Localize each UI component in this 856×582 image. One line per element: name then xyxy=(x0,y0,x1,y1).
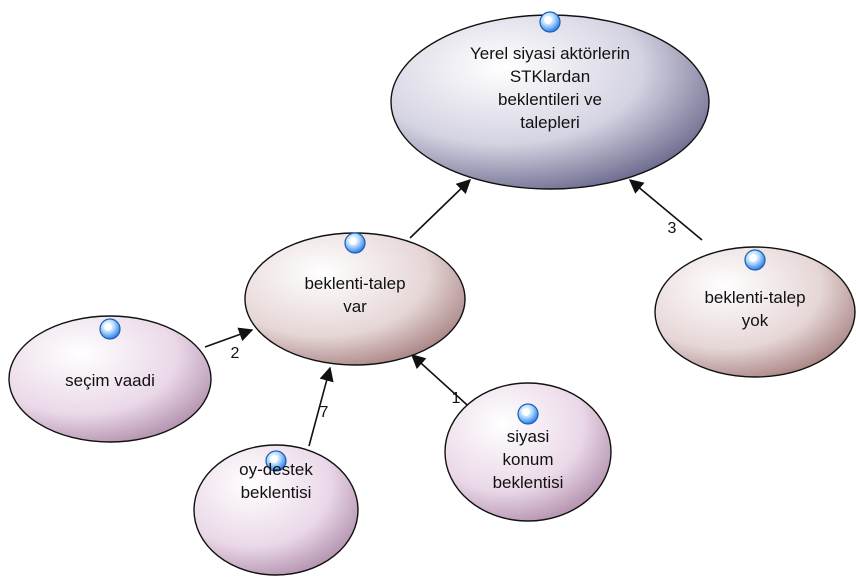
node-marker-icon xyxy=(344,232,366,254)
node-label-line: siyasi xyxy=(507,427,550,446)
node-marker-icon xyxy=(744,249,766,271)
node-oy[interactable]: oy-destek beklentisi xyxy=(193,444,359,576)
node-label-line: yok xyxy=(742,311,769,330)
node-label-line: beklenti-talep xyxy=(704,288,805,307)
node-marker-icon xyxy=(517,403,539,425)
node-label-line: oy-destek xyxy=(239,460,313,479)
edge-weight-label: 1 xyxy=(452,390,461,407)
node-ellipse[interactable] xyxy=(8,315,212,443)
node-var[interactable]: beklenti-talep var xyxy=(244,232,466,366)
node-ellipse[interactable] xyxy=(654,246,856,378)
edge-yok-to-root[interactable] xyxy=(628,179,703,241)
node-siyasi[interactable]: siyasi konum beklentisi xyxy=(444,382,612,522)
node-ellipse[interactable] xyxy=(444,382,612,522)
node-ellipse[interactable] xyxy=(193,444,359,576)
edge-secim-to-var[interactable] xyxy=(204,327,254,348)
edge-var-to-root[interactable] xyxy=(409,178,472,239)
edge-siyasi-to-var[interactable] xyxy=(410,354,477,414)
node-label-line: STKlardan xyxy=(510,67,590,86)
edge-oy-to-var[interactable] xyxy=(308,366,334,447)
node-label-line: Yerel siyasi aktörlerin xyxy=(470,44,630,63)
node-marker-icon xyxy=(99,318,121,340)
node-label-line: seçim vaadi xyxy=(65,371,155,390)
node-label-line: beklentileri ve xyxy=(498,90,602,109)
edge-weight-label: 2 xyxy=(231,345,240,362)
node-label-line: beklenti-talep xyxy=(304,274,405,293)
node-label-line: beklentisi xyxy=(241,483,312,502)
edge-weight-label: 3 xyxy=(668,220,677,237)
node-label-line: talepleri xyxy=(520,113,580,132)
node-label-line: beklentisi xyxy=(493,473,564,492)
node-marker-icon xyxy=(265,450,287,472)
edges-layer: 3 2 7 1 xyxy=(204,178,703,447)
node-marker-icon xyxy=(539,11,561,33)
edge-weight-label: 7 xyxy=(320,404,329,421)
node-secim[interactable]: seçim vaadi xyxy=(8,315,212,443)
node-label-line: var xyxy=(343,297,367,316)
node-yok[interactable]: beklenti-talep yok xyxy=(654,246,856,378)
node-label-line: konum xyxy=(502,450,553,469)
